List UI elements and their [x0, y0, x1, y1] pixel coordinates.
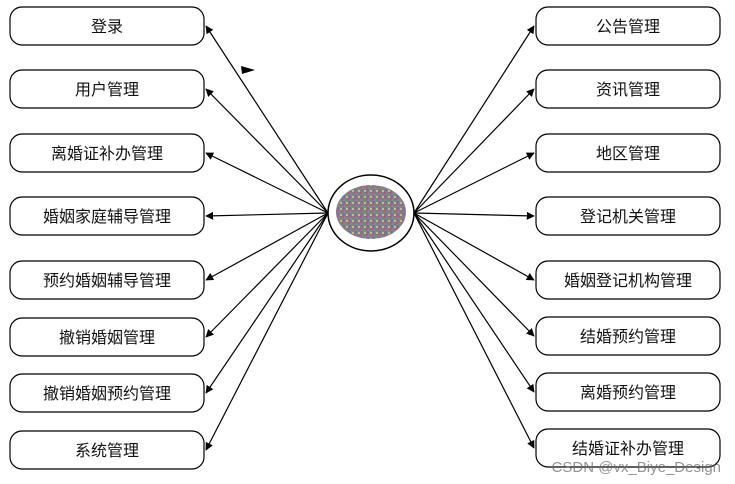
- edge-left-1: [205, 25, 329, 214]
- right-node-5-label: 婚姻登记机构管理: [564, 271, 692, 290]
- right-node-4: 登记机关管理: [535, 196, 721, 236]
- edge-right-4: [413, 211, 535, 220]
- edge-left-4: [205, 211, 329, 220]
- right-node-7: 离婚预约管理: [535, 372, 721, 412]
- left-node-1-box: [9, 6, 205, 46]
- right-node-6-box: [535, 316, 721, 356]
- right-node-3-box: [535, 133, 721, 173]
- right-node-4-label: 登记机关管理: [580, 207, 676, 226]
- left-node-3-box: [9, 133, 205, 173]
- right-node-6: 结婚预约管理: [535, 316, 721, 356]
- left-node-6: 撤销婚姻管理: [9, 317, 205, 357]
- edge-right-8: [413, 212, 535, 449]
- right-node-1: 公告管理: [535, 6, 721, 46]
- edge-left-7: [205, 212, 329, 394]
- edge-left-2: [205, 88, 329, 214]
- right-node-8-box: [535, 428, 721, 468]
- left-node-4: 婚姻家庭辅导管理: [9, 196, 205, 236]
- left-node-1-label: 登录: [91, 17, 123, 36]
- right-node-1-label: 公告管理: [596, 17, 660, 36]
- left-node-2-label: 用户管理: [75, 80, 139, 99]
- right-node-7-box: [535, 372, 721, 412]
- left-node-5-label: 预约婚姻辅导管理: [43, 271, 171, 290]
- left-node-8-label: 系统管理: [75, 441, 139, 460]
- left-node-5: 预约婚姻辅导管理: [9, 260, 205, 300]
- right-node-8-label: 结婚证补办管理: [572, 439, 684, 458]
- central-node: [327, 174, 415, 252]
- left-node-7-box: [9, 373, 205, 413]
- left-node-3: 离婚证补办管理: [9, 133, 205, 173]
- edge-left-3: [205, 152, 329, 214]
- left-node-2: 用户管理: [9, 69, 205, 109]
- edge-right-3: [413, 152, 535, 214]
- right-node-2-box: [535, 69, 721, 109]
- left-node-7: 撤销婚姻预约管理: [9, 373, 205, 413]
- left-node-6-label: 撤销婚姻管理: [59, 328, 155, 347]
- edge-left-6: [205, 212, 329, 338]
- left-node-4-label: 婚姻家庭辅导管理: [43, 207, 171, 226]
- edge-left-8: [205, 212, 329, 451]
- left-node-7-label: 撤销婚姻预约管理: [43, 384, 171, 403]
- edge-left-5: [205, 212, 329, 281]
- left-node-6-box: [9, 317, 205, 357]
- edge-right-7: [413, 212, 535, 393]
- central-image: [336, 185, 406, 239]
- left-node-3-label: 离婚证补办管理: [51, 144, 163, 163]
- stray-arrowhead-icon: [241, 66, 255, 74]
- left-node-4-box: [9, 196, 205, 236]
- right-node-1-box: [535, 6, 721, 46]
- edge-right-1: [413, 25, 535, 214]
- edge-right-2: [413, 88, 535, 214]
- right-node-2: 资讯管理: [535, 69, 721, 109]
- right-node-7-label: 离婚预约管理: [580, 383, 676, 402]
- watermark: CSDN @vx_Biye_Design: [551, 459, 721, 476]
- left-node-2-box: [9, 69, 205, 109]
- right-node-8: 结婚证补办管理: [535, 428, 721, 468]
- left-node-8: 系统管理: [9, 430, 205, 470]
- right-node-6-label: 结婚预约管理: [580, 327, 676, 346]
- edge-right-5: [413, 212, 535, 281]
- right-node-3-label: 地区管理: [596, 144, 660, 163]
- left-node-5-box: [9, 260, 205, 300]
- right-node-4-box: [535, 196, 721, 236]
- left-node-1: 登录: [9, 6, 205, 46]
- right-node-5: 婚姻登记机构管理: [535, 260, 721, 300]
- edge-right-6: [413, 212, 535, 337]
- right-node-2-label: 资讯管理: [596, 80, 660, 99]
- left-node-8-box: [9, 430, 205, 470]
- right-node-5-box: [535, 260, 721, 300]
- right-node-3: 地区管理: [535, 133, 721, 173]
